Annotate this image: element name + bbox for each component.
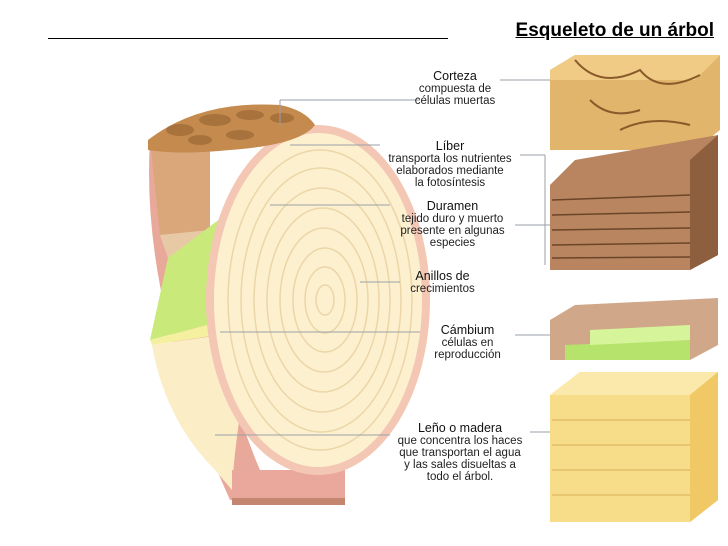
bark-left-face	[150, 130, 210, 235]
diagram-title: Esqueleto de un árbol	[515, 20, 714, 41]
wood-block	[550, 372, 718, 522]
label-duramen: Duramen tejido duro y muerto presente en…	[400, 199, 505, 250]
label-corteza: Corteza compuesta de células muertas	[414, 69, 496, 108]
liber-block	[550, 135, 718, 270]
label-leno: Leño o madera que concentra los haces qu…	[397, 421, 523, 484]
label-anillos: Anillos de crecimientos	[410, 269, 475, 296]
leader-lines	[215, 79, 600, 436]
label-cambium: Cámbium células en reproducción	[434, 323, 501, 362]
trunk-slice	[148, 104, 430, 505]
growth-rings	[227, 149, 413, 451]
title-underline-rule	[48, 38, 448, 39]
label-liber: Líber transporta los nutrientes elaborad…	[388, 139, 512, 190]
layer-blocks	[550, 55, 720, 522]
